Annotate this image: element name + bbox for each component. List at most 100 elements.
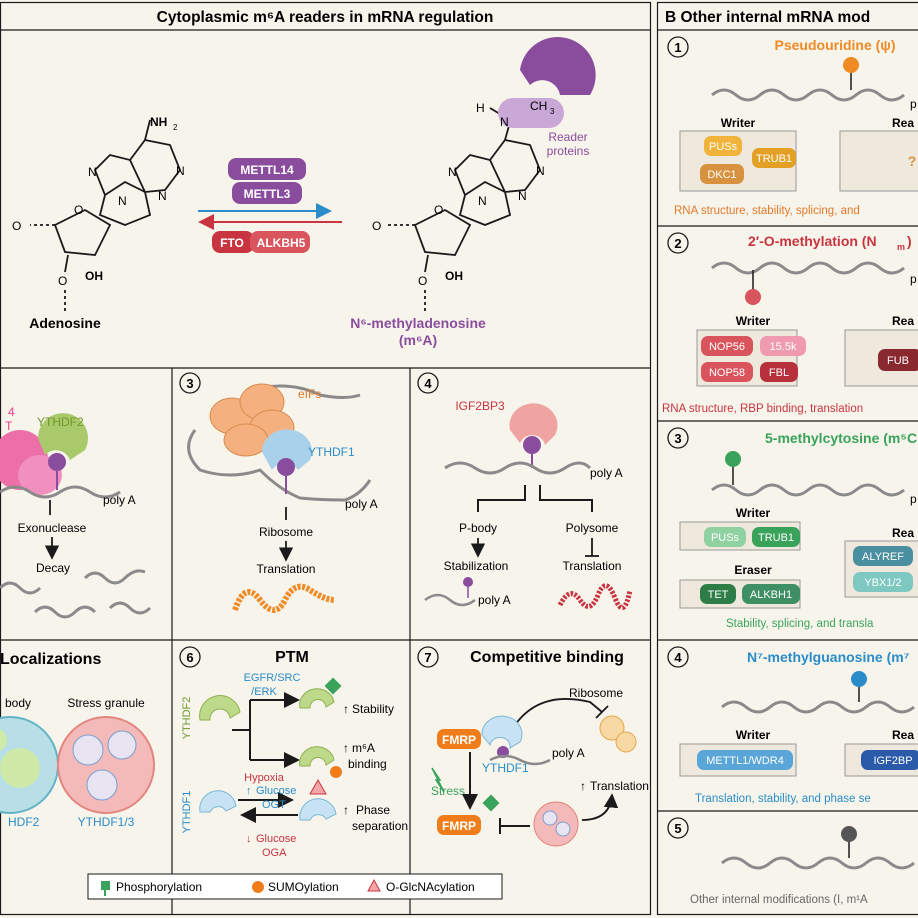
svg-text:NH: NH <box>150 115 167 129</box>
svg-text:N⁷-methylguanosine (m⁷: N⁷-methylguanosine (m⁷ <box>747 649 910 665</box>
svg-text:N: N <box>88 165 97 179</box>
svg-text:Competitive binding: Competitive binding <box>470 649 624 666</box>
reader-proteins-label: Reader <box>548 130 587 144</box>
svg-text:(m⁶A): (m⁶A) <box>399 332 437 348</box>
svg-text:Polysome: Polysome <box>566 521 619 535</box>
svg-text:3: 3 <box>186 376 193 391</box>
svg-text:YTHDF1/3: YTHDF1/3 <box>78 815 135 829</box>
svg-text:Writer: Writer <box>736 728 771 742</box>
svg-text:H: H <box>476 101 485 115</box>
svg-text:Stress granule: Stress granule <box>67 696 145 710</box>
5-methylcytosine-section: 3 5-methylcytosine (m⁵C p Writer Rea PUS… <box>667 427 918 630</box>
svg-text:?: ? <box>908 153 917 169</box>
svg-text:Stability: Stability <box>352 702 394 716</box>
svg-text:Phosphorylation: Phosphorylation <box>116 880 202 894</box>
svg-text:poly A: poly A <box>103 493 136 507</box>
svg-text:Exonuclease: Exonuclease <box>18 521 87 535</box>
svg-text:Glucose: Glucose <box>256 785 296 797</box>
svg-text:/ERK: /ERK <box>251 686 277 698</box>
svg-text:N: N <box>118 194 127 208</box>
svg-text:IGF2BP: IGF2BP <box>873 755 912 767</box>
svg-text:SUMOylation: SUMOylation <box>268 880 339 894</box>
svg-text:O: O <box>58 274 67 288</box>
svg-text:3: 3 <box>550 107 555 116</box>
ythdf2-label: YTHDF2 <box>37 415 84 429</box>
svg-text:body: body <box>5 696 31 710</box>
svg-text:Writer: Writer <box>736 314 771 328</box>
svg-text:↑: ↑ <box>246 785 252 797</box>
svg-text:7: 7 <box>424 650 431 665</box>
svg-text:↑: ↑ <box>343 741 349 755</box>
svg-text:binding: binding <box>348 757 387 771</box>
svg-text:Writer: Writer <box>736 506 771 520</box>
svg-text:Stabilization: Stabilization <box>444 559 509 573</box>
svg-text:O: O <box>372 219 381 233</box>
svg-text:FMRP: FMRP <box>442 733 476 747</box>
other-modifications-section: 5 Other internal modifications (I, m¹A <box>667 817 915 906</box>
svg-text:OH: OH <box>85 269 103 283</box>
svg-text:O: O <box>12 219 21 233</box>
svg-text:Pseudouridine (ψ): Pseudouridine (ψ) <box>775 37 896 53</box>
svg-text:4: 4 <box>424 376 432 391</box>
svg-text:N: N <box>176 164 185 178</box>
svg-text:poly A: poly A <box>345 497 378 511</box>
writers-erasers: METTL14 METTL3 FTO ALKBH5 <box>198 158 342 253</box>
svg-text:NOP56: NOP56 <box>709 341 745 353</box>
panel-a-title: Cytoplasmic m⁶A readers in mRNA regulati… <box>157 9 494 26</box>
eraser-fto: FTO <box>220 236 244 250</box>
svg-text:Phase: Phase <box>356 803 390 817</box>
svg-text:YTHDF1: YTHDF1 <box>181 791 193 834</box>
svg-text:Ribosome: Ribosome <box>569 686 623 700</box>
svg-text:Other internal modifications (: Other internal modifications (I, m¹A <box>690 894 868 906</box>
svg-text:proteins: proteins <box>547 144 590 158</box>
writer-mettl14: METTL14 <box>240 163 294 177</box>
svg-text:Translation, stability, and ph: Translation, stability, and phase se <box>695 793 871 805</box>
svg-text:YBX1/2: YBX1/2 <box>864 577 901 589</box>
svg-text:PUSs: PUSs <box>711 532 740 544</box>
panel-stabilization: 4 IGF2BP3 poly A P-body Polysome Stabili… <box>417 372 633 611</box>
svg-text:Hypoxia: Hypoxia <box>244 772 285 784</box>
svg-text:DKC1: DKC1 <box>707 169 736 181</box>
svg-text:ALKBH1: ALKBH1 <box>750 589 792 601</box>
pseudouridine-section: 1 Pseudouridine (ψ) p Writer Rea PUSs TR… <box>667 36 918 217</box>
svg-text:↑: ↑ <box>343 803 349 817</box>
svg-text:FBL: FBL <box>769 367 789 379</box>
svg-text:Stability, splicing, and trans: Stability, splicing, and transla <box>726 618 874 630</box>
svg-text:Stress: Stress <box>431 784 465 798</box>
panel-competitive-binding: 7 Competitive binding Ribosome FMRP poly… <box>417 646 649 847</box>
svg-text:Translation: Translation <box>590 779 649 793</box>
ptm-legend: Phosphorylation SUMOylation O-GlcNAcylat… <box>87 873 503 900</box>
2-o-methylation-section: 2 2′-O-methylation (N m ) p Writer Rea N… <box>662 232 918 415</box>
svg-text:separation: separation <box>352 819 408 833</box>
svg-text:6: 6 <box>186 650 193 665</box>
svg-text:Eraser: Eraser <box>734 563 772 577</box>
svg-text:p: p <box>910 492 917 506</box>
svg-text:↑: ↑ <box>580 779 586 793</box>
svg-text:4: 4 <box>674 650 682 665</box>
svg-text:PUSs: PUSs <box>709 141 738 153</box>
svg-text:TRUB1: TRUB1 <box>758 532 794 544</box>
svg-text:N: N <box>500 115 509 129</box>
ythdf1-label: YTHDF1 <box>308 445 355 459</box>
svg-text:TET: TET <box>708 589 729 601</box>
svg-text:Glucose: Glucose <box>256 833 296 845</box>
svg-text:N: N <box>158 189 167 203</box>
adenosine-structure <box>30 119 182 312</box>
svg-text:↓: ↓ <box>246 833 252 845</box>
svg-text:↑: ↑ <box>343 702 349 716</box>
svg-text:Rea: Rea <box>892 314 914 328</box>
svg-text:2: 2 <box>674 236 681 251</box>
svg-text:RNA structure, stability, spli: RNA structure, stability, splicing, and <box>674 205 860 217</box>
writer-mettl3: METTL3 <box>244 187 291 201</box>
svg-text:TRUB1: TRUB1 <box>756 153 792 165</box>
igf2bp3-label: IGF2BP3 <box>455 399 505 413</box>
svg-text:METTL1/WDR4: METTL1/WDR4 <box>706 755 784 767</box>
svg-text:m: m <box>897 242 905 252</box>
svg-text:O: O <box>74 203 83 217</box>
svg-text:): ) <box>907 233 912 249</box>
svg-text:Rea: Rea <box>892 728 914 742</box>
svg-text:poly A: poly A <box>478 593 511 607</box>
eifs-label: eIFs <box>298 387 321 401</box>
